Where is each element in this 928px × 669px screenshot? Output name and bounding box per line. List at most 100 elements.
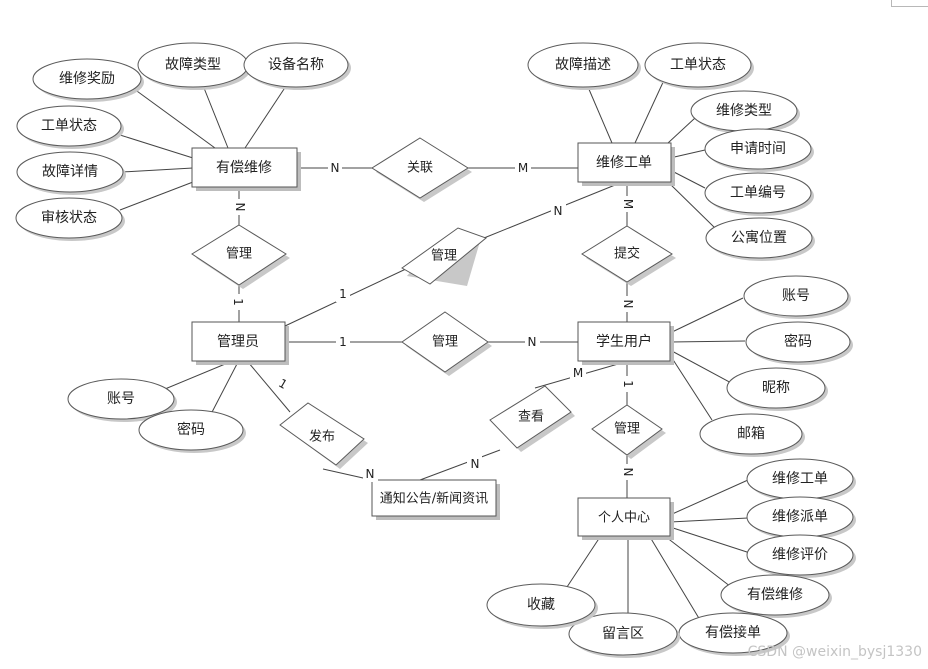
attr-center-favorite-label: 收藏 xyxy=(527,597,555,613)
card-center-manage-label: N xyxy=(621,468,635,477)
attr-fault-type: 故障类型 xyxy=(137,42,251,90)
entity-notice-news: 通知公告/新闻资讯 xyxy=(371,479,500,520)
card-paid-associate: N xyxy=(328,160,342,176)
relationship-view-label: 查看 xyxy=(518,409,544,425)
attr-admin-password-label: 密码 xyxy=(177,421,205,438)
entity-paid-repair-label: 有偿维修 xyxy=(216,160,272,176)
card-student-submit-label: N xyxy=(621,300,635,309)
attr-center-paid-repair: 有偿维修 xyxy=(720,574,832,618)
relationship-manage-order: 管理 xyxy=(401,227,487,286)
watermark: CSDN @weixin_bysj1330 xyxy=(748,644,922,660)
attr-student-nickname-label: 昵称 xyxy=(762,380,790,396)
card-admin-manage-order: 1 xyxy=(336,286,350,302)
card-admin-manage-paid-label: 1 xyxy=(231,298,245,306)
card-order-submit-label: M xyxy=(621,199,635,209)
attr-order-number: 工单编号 xyxy=(704,172,814,216)
relationship-manage-student-label: 管理 xyxy=(432,335,458,350)
attr-center-paid-accept-label: 有偿接单 xyxy=(705,624,761,641)
attr-center-message: 留言区 xyxy=(568,612,680,658)
attr-student-nickname: 昵称 xyxy=(726,367,828,411)
entity-personal-center-label: 个人中心 xyxy=(598,511,650,526)
attr-review-status: 审核状态 xyxy=(15,197,125,241)
attr-center-paid-accept: 有偿接单 xyxy=(678,612,790,656)
card-student-submit: N xyxy=(620,296,636,312)
card-order-manage: N xyxy=(551,203,566,219)
attr-center-message-label: 留言区 xyxy=(602,626,644,642)
attr-student-account: 账号 xyxy=(743,275,851,319)
attr-device-name-label: 设备名称 xyxy=(268,56,324,73)
entity-repair-order-label: 维修工单 xyxy=(596,155,652,171)
attr-student-password: 密码 xyxy=(745,321,853,365)
attr-repair-reward: 维修奖励 xyxy=(32,58,144,102)
relationship-publish-label: 发布 xyxy=(309,429,335,445)
attr-review-status-label: 审核状态 xyxy=(41,210,97,226)
relationship-manage-student: 管理 xyxy=(401,311,492,376)
attr-fault-detail: 故障详情 xyxy=(16,151,126,195)
attr-student-account-label: 账号 xyxy=(782,288,810,304)
entity-paid-repair: 有偿维修 xyxy=(191,147,301,191)
attr-fault-description: 故障描述 xyxy=(527,42,641,90)
attr-fault-type-label: 故障类型 xyxy=(165,57,221,73)
entity-student-user: 学生用户 xyxy=(577,321,674,365)
entity-admin: 管理员 xyxy=(191,321,289,365)
entity-student-user-label: 学生用户 xyxy=(596,333,652,350)
entity-notice-news-label: 通知公告/新闻资讯 xyxy=(380,491,488,507)
attr-admin-account-label: 账号 xyxy=(107,391,135,407)
window-edge xyxy=(891,0,928,7)
relationship-manage-order-label: 管理 xyxy=(431,249,457,264)
attr-student-password-label: 密码 xyxy=(784,333,812,350)
entity-admin-label: 管理员 xyxy=(217,334,259,350)
card-notice-view-label: N xyxy=(471,457,480,471)
attr-order-number-label: 工单编号 xyxy=(730,185,786,201)
attr-dorm-location-label: 公寓位置 xyxy=(731,229,787,246)
attr-center-review: 维修评价 xyxy=(746,534,856,578)
card-student-center: 1 xyxy=(620,376,636,392)
card-student-manage: N xyxy=(525,334,540,350)
attr-order-status-paid: 工单状态 xyxy=(16,105,124,149)
card-admin-manage-student: 1 xyxy=(336,334,350,350)
relationship-manage-center-label: 管理 xyxy=(614,422,640,437)
attr-repair-reward-label: 维修奖励 xyxy=(59,70,115,87)
attr-order-status-paid-label: 工单状态 xyxy=(41,118,97,134)
card-student-center-label: 1 xyxy=(621,380,635,388)
card-admin-publish: 1 xyxy=(276,376,290,392)
card-notice-publish-label: N xyxy=(366,467,375,481)
card-notice-publish: N xyxy=(363,466,378,482)
card-order-manage-label: N xyxy=(554,204,563,218)
card-admin-manage-order-label: 1 xyxy=(339,287,347,301)
attr-fault-description-label: 故障描述 xyxy=(555,57,611,73)
attr-apply-time-label: 申请时间 xyxy=(730,141,786,157)
attr-center-repair-order-label: 维修工单 xyxy=(772,471,828,487)
attr-center-repair-order: 维修工单 xyxy=(746,458,856,502)
relationship-associate-label: 关联 xyxy=(407,161,433,176)
cardinality-labels: N M N 1 1 N M N xyxy=(230,160,636,482)
card-paid-associate-label: N xyxy=(331,161,340,175)
attr-center-dispatch: 维修派单 xyxy=(746,496,856,540)
card-notice-view: N xyxy=(467,456,482,472)
attr-repair-type-label: 维修类型 xyxy=(716,103,772,119)
attr-center-paid-repair-label: 有偿维修 xyxy=(747,587,803,603)
card-student-view-label: M xyxy=(573,366,583,380)
card-admin-manage-paid: 1 xyxy=(230,294,246,310)
attr-center-review-label: 维修评价 xyxy=(772,547,828,563)
relationship-manage-center: 管理 xyxy=(591,404,666,459)
entity-repair-order: 维修工单 xyxy=(577,142,675,186)
card-student-view: M xyxy=(570,365,586,381)
attr-dorm-location: 公寓位置 xyxy=(705,217,815,261)
card-student-manage-label: N xyxy=(528,335,537,349)
attr-fault-detail-label: 故障详情 xyxy=(42,164,98,180)
relationship-view: 查看 xyxy=(489,385,575,452)
card-paid-manage-label: N xyxy=(233,203,247,212)
card-order-submit: M xyxy=(620,196,636,212)
relationship-publish: 发布 xyxy=(279,402,368,469)
card-order-associate-label: M xyxy=(518,161,528,175)
attr-center-favorite: 收藏 xyxy=(486,583,598,629)
relationship-manage-paid: 管理 xyxy=(191,224,290,289)
card-order-associate: M xyxy=(515,160,531,176)
attr-order-status-label: 工单状态 xyxy=(670,57,726,73)
card-paid-manage: N xyxy=(232,199,248,215)
entity-personal-center: 个人中心 xyxy=(577,497,674,540)
card-center-manage: N xyxy=(620,464,636,480)
attr-student-email: 邮箱 xyxy=(699,413,805,457)
